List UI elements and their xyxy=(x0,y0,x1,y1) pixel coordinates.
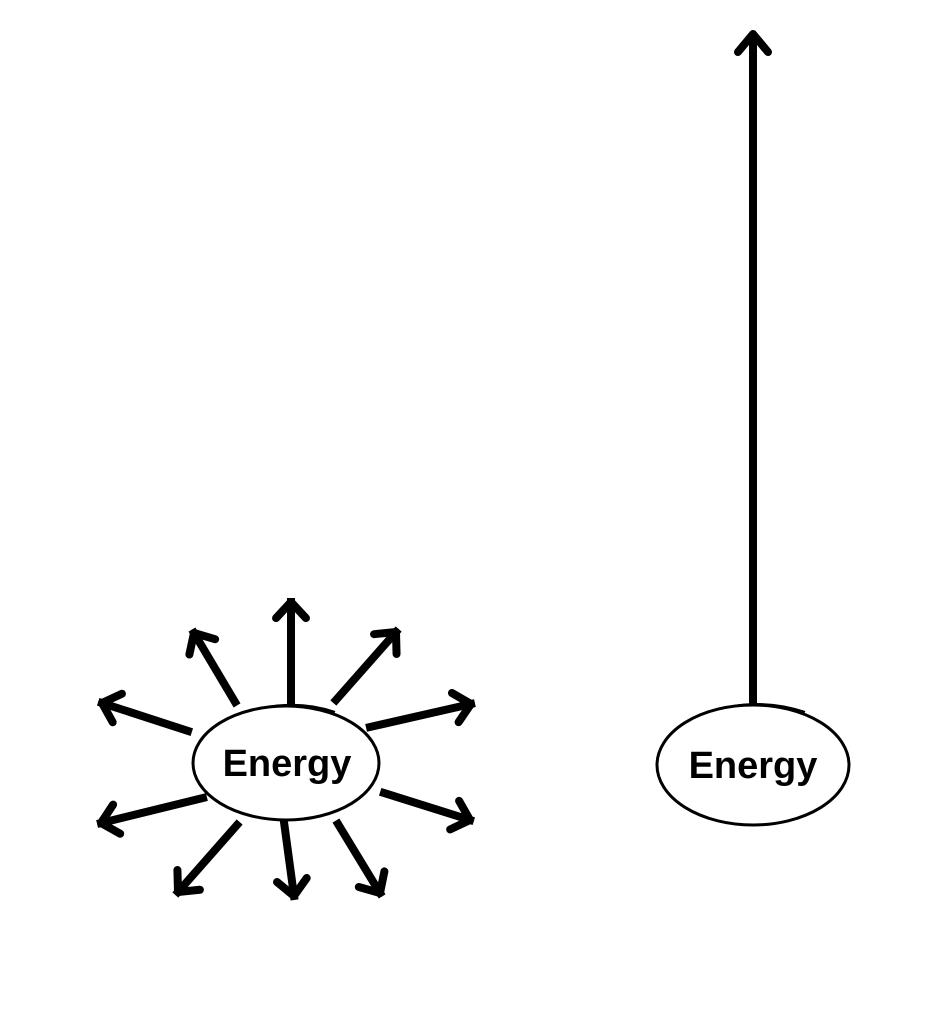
scattered-arrow-head xyxy=(272,598,310,623)
scattered-arrow xyxy=(96,793,208,838)
scattered-arrow-head xyxy=(370,628,401,658)
scattered-arrow-head xyxy=(185,629,220,659)
scattered-arrow xyxy=(273,817,311,901)
scattered-arrow-shaft xyxy=(378,787,476,826)
scattered-arrow-shaft xyxy=(332,818,386,899)
scattered-arrow-shaft xyxy=(365,699,476,732)
scattered-arrow-head xyxy=(354,867,389,897)
scattered-arrow xyxy=(185,627,241,708)
scattered-arrow xyxy=(365,688,476,732)
scattered-arrow-head xyxy=(447,688,475,727)
scattered-arrow xyxy=(332,818,389,899)
scattered-arrow-shaft xyxy=(279,817,299,901)
scattered-arrow xyxy=(378,787,476,834)
scattered-arrow-shaft xyxy=(188,627,241,708)
scattered-arrow-head xyxy=(273,874,311,900)
scattered-energy-ellipse xyxy=(191,704,381,822)
focused-arrow xyxy=(734,30,772,704)
scattered-arrow-shaft xyxy=(172,819,243,898)
scattered-energy-label: Energy xyxy=(223,743,352,785)
scattered-arrow-shaft xyxy=(330,626,402,706)
focused-energy-group: Energy xyxy=(655,30,851,827)
scattered-arrow xyxy=(172,819,243,898)
scattered-arrow-head xyxy=(97,800,125,838)
focused-ellipse-sketch-stroke xyxy=(732,703,806,713)
scattered-arrows xyxy=(96,598,476,901)
focused-energy-node: Energy xyxy=(655,703,851,827)
scattered-arrow xyxy=(272,598,310,704)
scattered-arrow xyxy=(330,626,402,706)
scattered-energy-group: Energy xyxy=(96,598,476,901)
scattered-arrow-head xyxy=(446,796,474,834)
focused-energy-label: Energy xyxy=(689,745,818,787)
scattered-energy-node: Energy xyxy=(191,703,381,822)
scattered-arrow xyxy=(96,689,194,737)
scattered-arrow-head xyxy=(98,689,126,727)
focused-arrow-head xyxy=(734,30,772,56)
scattered-arrow-head xyxy=(173,866,204,896)
scattered-arrow-shaft xyxy=(96,697,194,737)
scattered-ellipse-sketch-stroke xyxy=(261,703,336,713)
scattered-arrow-shaft xyxy=(96,793,208,828)
